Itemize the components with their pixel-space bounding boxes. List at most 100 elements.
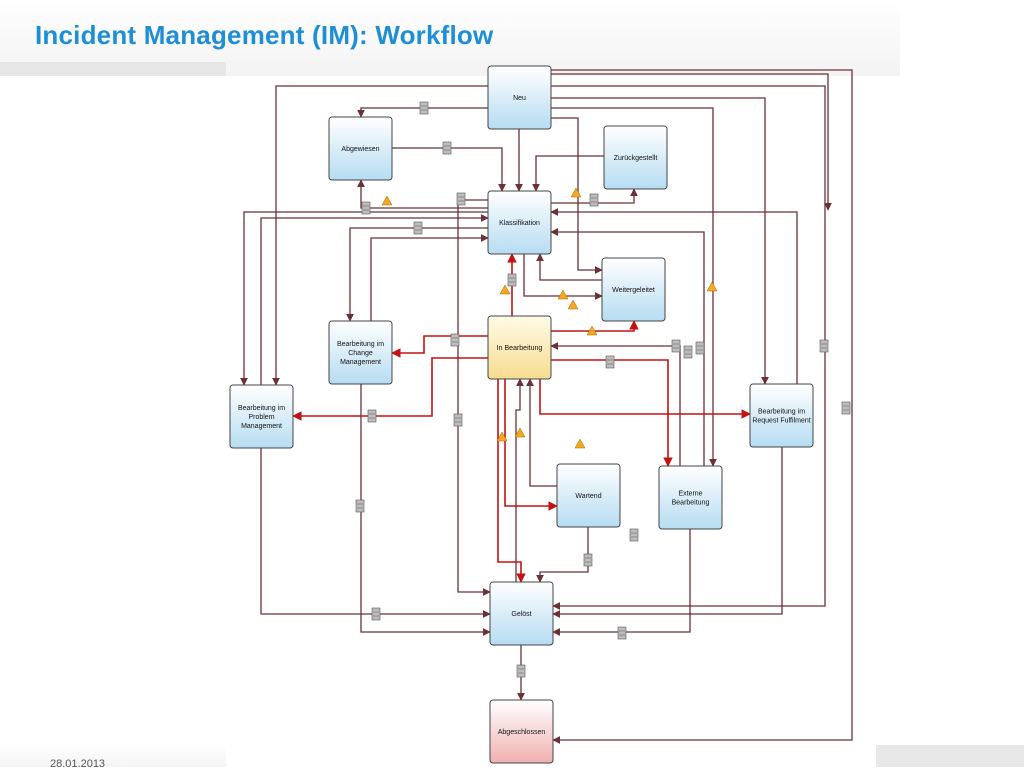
transition-problem-to-geloest <box>260 448 491 618</box>
state-box[interactable] <box>328 320 393 385</box>
state-box[interactable] <box>603 125 668 190</box>
transition-neu-to-abgeschlossen <box>551 69 853 744</box>
condition-badge-icon <box>456 192 466 206</box>
transition-change-to-geloest <box>360 384 491 636</box>
state-in-bearbeitung[interactable]: In Bearbeitung <box>487 315 552 380</box>
badges-layer <box>355 101 851 678</box>
condition-badge-icon <box>583 553 593 567</box>
warning-icon <box>499 284 511 295</box>
warning-icon <box>496 431 508 442</box>
warning-icon <box>570 187 582 198</box>
state-label: Neu <box>513 95 526 102</box>
state-box[interactable] <box>601 257 666 322</box>
warning-icon <box>567 299 579 310</box>
state-neu[interactable]: Neu <box>487 65 552 130</box>
slide-title: Incident Management (IM): Workflow <box>35 20 494 50</box>
condition-badge-icon <box>450 333 460 347</box>
state-abgewiesen[interactable]: Abgewiesen <box>328 116 393 181</box>
state-box[interactable] <box>487 65 552 130</box>
transition-weitergeleitet-to-klassifikation <box>536 253 602 281</box>
transition-in-bearbeitung-to-problem <box>292 357 488 421</box>
transition-problem-to-klassifikation <box>260 214 489 385</box>
transition-in-bearbeitung-to-request <box>539 379 751 419</box>
transition-neu-to-abgewiesen <box>357 107 488 118</box>
warning-icon <box>381 195 393 206</box>
transition-in-bearbeitung-to-extern <box>551 359 673 467</box>
title-band <box>0 0 900 76</box>
transition-klassifikation-to-problem <box>240 211 488 386</box>
state-box[interactable] <box>229 384 294 449</box>
slide-date: 28.01.2013 <box>50 758 106 770</box>
state-label: Bearbeitung im <box>758 409 805 416</box>
transition-abgewiesen-to-klassifikation <box>392 147 506 192</box>
state-box[interactable] <box>487 315 552 380</box>
state-box[interactable] <box>658 465 723 530</box>
condition-badge-icon <box>819 339 829 353</box>
transition-in-bearbeitung-to-change <box>391 335 488 358</box>
transition-in-bearbeitung-to-wartend <box>504 379 558 511</box>
condition-badge-icon <box>683 345 693 359</box>
condition-badge-icon <box>507 273 517 287</box>
state-abgeschlossen[interactable]: Abgeschlossen <box>489 699 554 764</box>
state-label: Klassifikation <box>499 220 540 227</box>
transition-neu-to-change <box>551 73 832 211</box>
state-label: Problem <box>248 414 274 421</box>
condition-badge-icon <box>442 141 452 155</box>
condition-badge-icon <box>589 193 599 207</box>
transition-geloest-to-in-bearbeitung <box>515 378 524 582</box>
state-box[interactable] <box>556 463 621 528</box>
condition-badge-icon <box>419 101 429 115</box>
transition-in-bearbeitung-to-weitergeleitet <box>551 320 639 332</box>
warning-icon <box>574 438 586 449</box>
condition-badge-icon <box>413 221 423 235</box>
footer-band-left <box>0 745 226 767</box>
state-box[interactable] <box>487 190 552 255</box>
state-geloest[interactable]: Gelöst <box>489 581 554 646</box>
transition-in-bearbeitung-to-geloest <box>497 379 526 583</box>
transition-request-to-geloest <box>552 447 783 618</box>
state-box[interactable] <box>489 581 554 646</box>
transitions-layer <box>240 69 853 744</box>
transition-neu-to-extern <box>551 107 717 467</box>
warning-icon <box>706 281 718 292</box>
state-label: Management <box>241 423 282 430</box>
transition-klassifikation-to-change <box>346 227 488 322</box>
condition-badge-icon <box>453 413 463 427</box>
state-label: Externe <box>678 491 702 498</box>
state-klassifikation[interactable]: Klassifikation <box>487 190 552 255</box>
transition-extern-to-geloest <box>552 529 691 636</box>
state-label: Gelöst <box>511 611 531 618</box>
condition-badge-icon <box>671 339 681 353</box>
state-label: In Bearbeitung <box>497 345 543 352</box>
state-label: Abgewiesen <box>341 146 379 153</box>
state-weitergeleitet[interactable]: Weitergeleitet <box>601 257 666 322</box>
warning-icon <box>557 289 569 300</box>
state-label: Change <box>348 350 373 357</box>
warning-icon <box>514 427 526 438</box>
condition-badge-icon <box>367 409 377 423</box>
condition-badge-icon <box>695 341 705 355</box>
state-label: Abgeschlossen <box>498 729 546 736</box>
condition-badge-icon <box>355 499 365 513</box>
transition-request-to-klassifikation <box>550 208 798 384</box>
transition-wartend-to-geloest <box>536 527 589 583</box>
transition-klassifikation-to-geloest <box>457 199 491 596</box>
state-label: Bearbeitung im <box>238 405 285 412</box>
transition-klassifikation-to-abgewiesen <box>357 179 488 209</box>
state-label: Bearbeitung <box>672 500 710 507</box>
condition-badge-icon <box>605 355 615 369</box>
state-zurueckgestellt[interactable]: Zurückgestellt <box>603 125 668 190</box>
state-label: Request Fulfilment <box>752 418 810 425</box>
state-request[interactable]: Bearbeitung im Request Fulfilment <box>749 383 814 448</box>
state-box[interactable] <box>489 699 554 764</box>
state-box[interactable] <box>328 116 393 181</box>
transition-change-to-klassifikation <box>370 234 489 321</box>
transition-klassifikation-to-weitergeleitet <box>523 254 603 300</box>
state-box[interactable] <box>749 383 814 448</box>
state-wartend[interactable]: Wartend <box>556 463 621 528</box>
